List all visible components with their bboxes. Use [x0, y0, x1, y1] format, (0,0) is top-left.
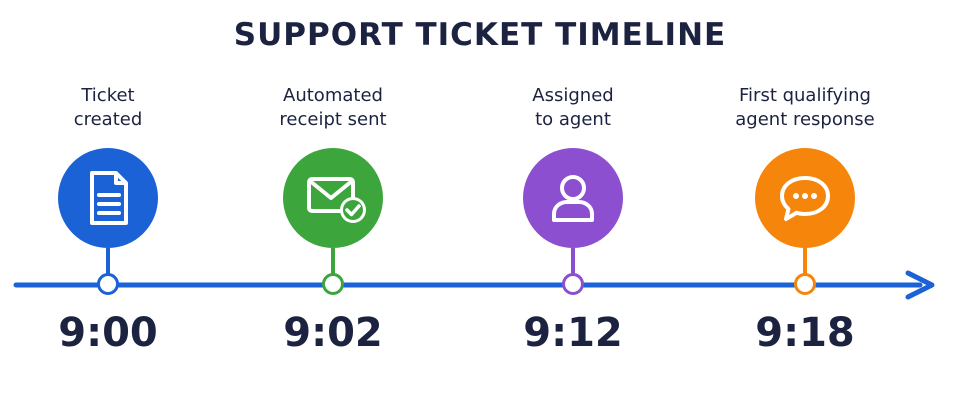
envelope-check-icon	[307, 177, 366, 223]
timeline-event-ticket-created: Ticket created 9:00	[8, 84, 208, 364]
timeline-event-assigned: Assigned to agent 9:12	[473, 84, 673, 364]
event-time: 9:12	[523, 310, 623, 356]
event-stem	[106, 248, 110, 274]
timeline-event-first-response: First qualifying agent response 9:18	[705, 84, 905, 364]
user-icon	[552, 175, 594, 222]
event-icon-circle	[755, 148, 855, 248]
event-node	[562, 273, 584, 295]
event-node	[322, 273, 344, 295]
event-label-line: Ticket	[81, 85, 135, 106]
event-node	[97, 273, 119, 295]
event-label-line: to agent	[535, 109, 611, 130]
event-label: Ticket created	[8, 84, 208, 132]
event-time: 9:02	[283, 310, 383, 356]
event-icon-circle	[283, 148, 383, 248]
chat-bubble-icon	[780, 176, 830, 221]
timeline-event-receipt-sent: Automated receipt sent 9:02	[233, 84, 433, 364]
event-label: Automated receipt sent	[233, 84, 433, 132]
event-label-line: First qualifying	[739, 85, 871, 106]
timeline-title: SUPPORT TICKET TIMELINE	[233, 17, 727, 53]
event-stem	[331, 248, 335, 274]
event-label-line: agent response	[735, 109, 875, 130]
event-time: 9:18	[755, 310, 855, 356]
event-stem	[571, 248, 575, 274]
event-label-line: created	[73, 109, 143, 130]
event-stem	[803, 248, 807, 274]
event-time: 9:00	[58, 310, 158, 356]
event-label-line: receipt sent	[279, 109, 387, 130]
event-label-line: Automated	[283, 85, 383, 106]
timeline-arrowhead	[905, 270, 935, 300]
event-icon-circle	[58, 148, 158, 248]
event-node	[794, 273, 816, 295]
document-icon	[90, 171, 128, 225]
event-label: First qualifying agent response	[705, 84, 905, 132]
event-label-line: Assigned	[532, 85, 614, 106]
event-icon-circle	[523, 148, 623, 248]
event-label: Assigned to agent	[473, 84, 673, 132]
